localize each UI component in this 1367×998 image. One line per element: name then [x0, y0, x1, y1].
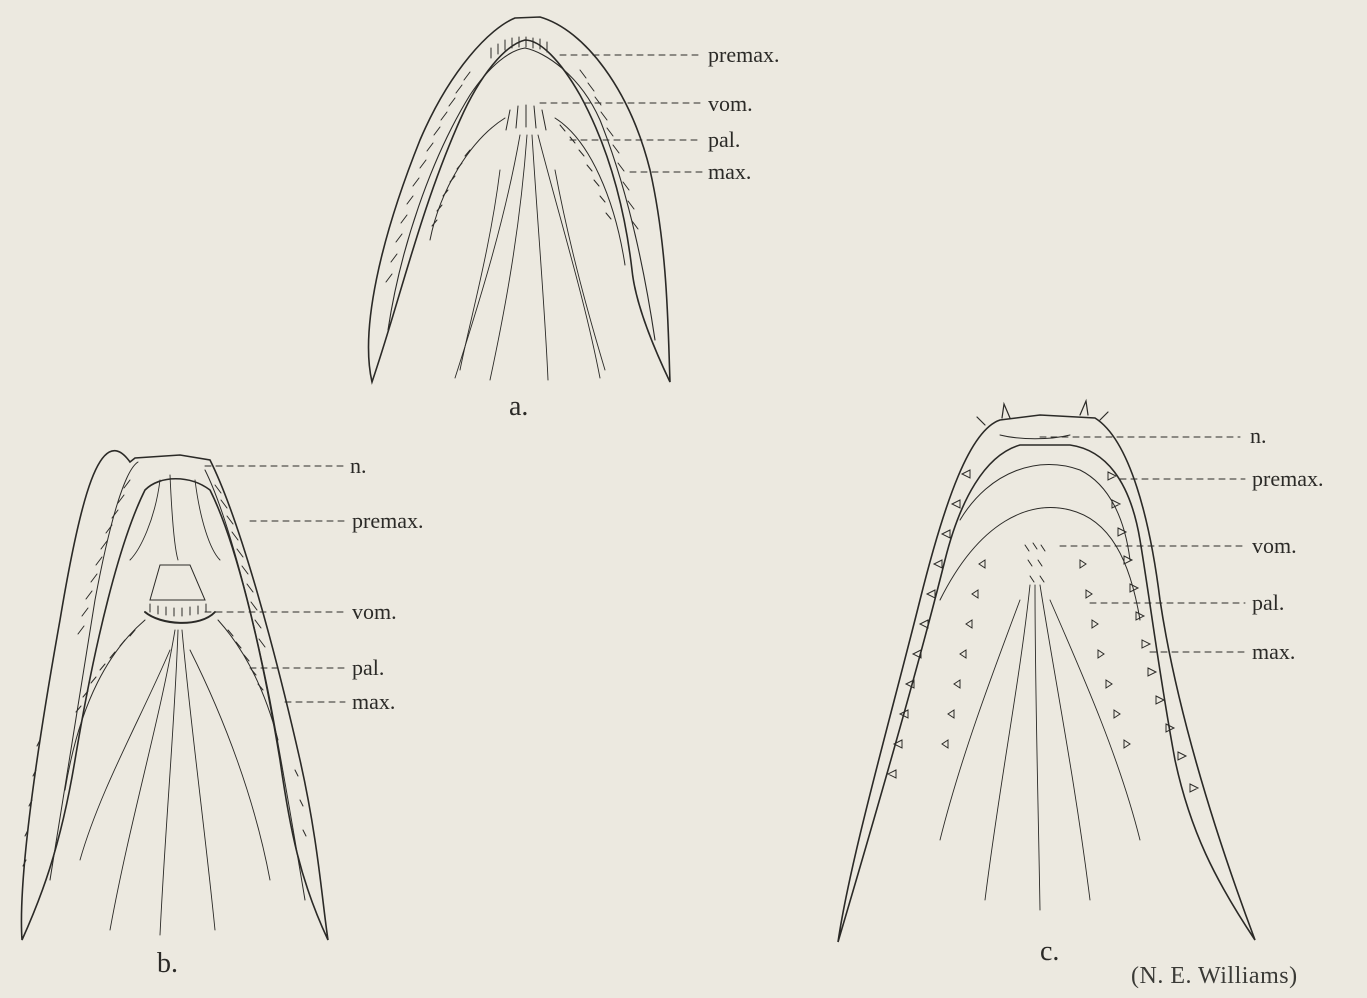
label-b-n: n. [350, 455, 367, 477]
label-c-vom: vom. [1252, 535, 1297, 557]
label-a-premax: premax. [708, 44, 779, 66]
label-b-max: max. [352, 691, 395, 713]
label-b-pal: pal. [352, 657, 384, 679]
label-b-premax: premax. [352, 510, 423, 532]
label-c-max: max. [1252, 641, 1295, 663]
figure-a-drawing [369, 17, 670, 382]
figure-c-leaders [1040, 437, 1245, 652]
figure-b-drawing [21, 451, 328, 940]
caption-a: a. [509, 393, 528, 421]
caption-b: b. [157, 950, 178, 978]
label-a-vom: vom. [708, 93, 753, 115]
label-c-n: n. [1250, 425, 1267, 447]
label-c-premax: premax. [1252, 468, 1323, 490]
caption-c: c. [1040, 938, 1059, 966]
figure-b-leaders [205, 466, 345, 702]
label-a-pal: pal. [708, 129, 740, 151]
figure-c-drawing [838, 401, 1255, 942]
label-a-max: max. [708, 161, 751, 183]
label-b-vom: vom. [352, 601, 397, 623]
illustrator-credit: (N. E. Williams) [1131, 964, 1298, 988]
figure-a-leaders [540, 55, 702, 172]
label-c-pal: pal. [1252, 592, 1284, 614]
